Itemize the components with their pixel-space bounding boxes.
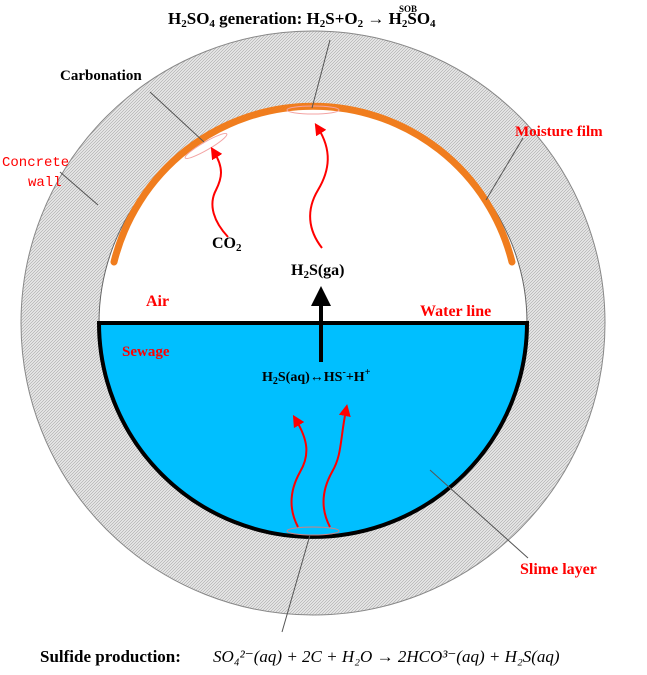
h2s-arrow-upper xyxy=(309,122,329,249)
slime-spot xyxy=(286,526,340,536)
h2s-gas-label: H2S(ga) xyxy=(291,262,345,281)
title-h2so4-generation: H2SO4 generation: H2S+O2 → H2SO4 xyxy=(168,9,436,30)
moisture-film-label: Moisture film xyxy=(515,124,603,140)
sob-label: SOB xyxy=(399,4,417,14)
carbonation-label: Carbonation xyxy=(60,68,142,84)
h2s-arrow-lower-right xyxy=(322,404,351,528)
air-label: Air xyxy=(146,293,169,310)
water-line-label: Water line xyxy=(420,303,491,320)
sewage-region xyxy=(96,321,530,539)
slime-layer-label: Slime layer xyxy=(520,561,597,578)
sewage-label: Sewage xyxy=(122,344,170,360)
sulfide-production-label: Sulfide production: xyxy=(40,647,181,666)
carbonation-spot xyxy=(184,133,228,159)
concrete-wall-label: Concrete wall xyxy=(2,155,78,191)
h2s-equilibrium-label: H2S(aq)↔HS-+H+ xyxy=(262,367,371,387)
co2-arrow xyxy=(210,146,229,238)
leader-lines xyxy=(59,39,529,633)
sulfide-production-equation: SO₄²⁻(aq) + 2C + H₂O → 2HCO³⁻(aq) + H₂S(… xyxy=(213,647,560,666)
co2-label: CO2 xyxy=(212,235,242,254)
gas-arrows xyxy=(210,122,351,528)
h2s-arrow-lower-left xyxy=(290,414,308,528)
